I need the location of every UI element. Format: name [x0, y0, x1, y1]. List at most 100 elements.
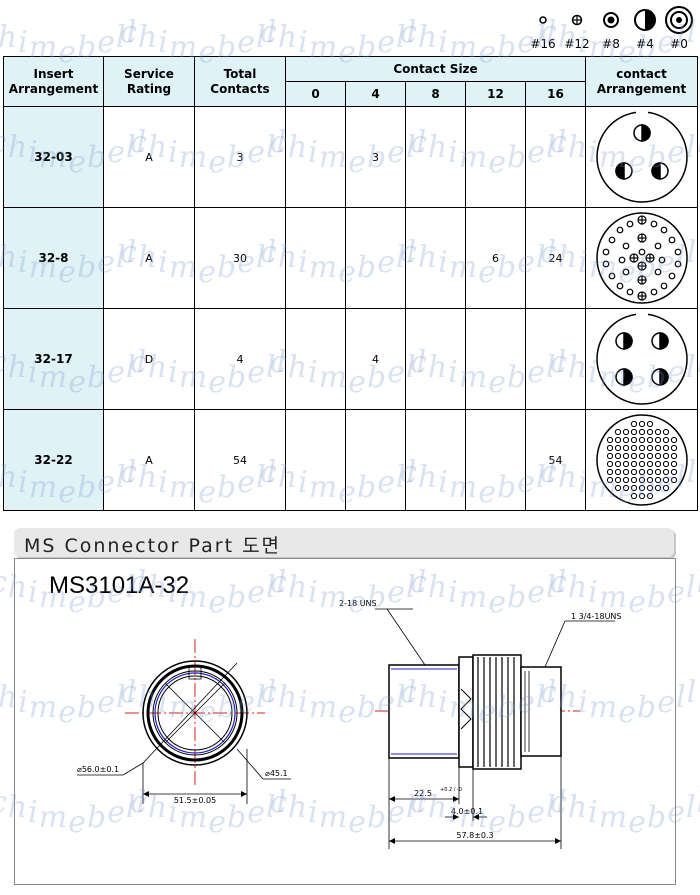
header-size-16: 16	[524, 81, 587, 107]
pin-size-16	[630, 436, 637, 444]
pin-size-16	[662, 468, 669, 476]
pin-size-16	[614, 484, 621, 492]
legend-item-16: #16	[526, 5, 560, 51]
arrangement-32-17-diagram	[595, 312, 688, 405]
pin-size-16	[650, 220, 657, 228]
size-8-cell	[405, 106, 466, 208]
pin-size-16	[602, 248, 609, 256]
contact-arrangement-cell	[585, 308, 699, 410]
size-12-cell	[465, 106, 526, 208]
legend-label: #4	[636, 37, 654, 51]
pin-size-16	[638, 436, 645, 444]
size-0-cell	[285, 106, 346, 208]
pin-size-16	[622, 444, 629, 452]
pin-size-16	[654, 468, 661, 476]
total-length-label: 57.8±0.3	[456, 831, 493, 840]
header-total-contacts: Total Contacts	[194, 56, 286, 107]
size-16-cell: 24	[524, 207, 587, 309]
pin-size-16	[654, 428, 661, 436]
pin-size-16	[622, 484, 629, 492]
length-a-tolerance: +0.2 / -0	[440, 787, 462, 793]
legend-item-0: #0	[662, 5, 696, 51]
legend-item-8: #8	[594, 5, 628, 51]
pin-size-16	[662, 444, 669, 452]
pin-size-16	[674, 248, 681, 256]
pin-size-16	[638, 428, 645, 436]
size-16-cell: 54	[524, 409, 587, 511]
pin-size-16	[638, 452, 645, 460]
service-rating-cell: A	[103, 207, 195, 309]
pin-size-16	[646, 436, 653, 444]
total-contacts-cell: 3	[194, 106, 286, 208]
pin-size-16	[608, 272, 615, 280]
pin-size-16	[630, 492, 637, 500]
pin-size-16	[616, 282, 623, 290]
pin-size-16	[630, 444, 637, 452]
legend-label: #0	[670, 37, 688, 51]
half-filled-circle-icon	[634, 9, 656, 31]
pin-size-16	[674, 260, 681, 268]
inner-diameter-label: ⌀45.1	[265, 769, 288, 778]
front-thread-label: 1 3/4-18UNS	[571, 612, 622, 621]
pin-size-16	[638, 468, 645, 476]
front-view: ⌀56.0±0.1 ⌀45.1 51.5±0.05	[77, 639, 291, 805]
size-0-cell	[285, 308, 346, 410]
pin-size-16	[630, 484, 637, 492]
header-size-8: 8	[405, 81, 466, 107]
pin-size-16	[618, 256, 625, 264]
small-open-circle-icon	[539, 16, 547, 24]
pin-size-16	[630, 452, 637, 460]
pin-size-16	[670, 476, 677, 484]
pin-size-16	[646, 420, 653, 428]
header-contact-size: Contact Size	[284, 56, 587, 82]
legend-label: #16	[530, 37, 556, 51]
target-circle-icon	[603, 12, 619, 28]
pin-size-16	[668, 236, 675, 244]
header-size-12: 12	[465, 81, 526, 107]
pin-size-16	[606, 468, 613, 476]
pin-size-16	[638, 484, 645, 492]
pin-size-16	[646, 452, 653, 460]
section-header: MS Connector Part 도면	[14, 528, 674, 557]
arrangement-32-8-diagram	[595, 212, 688, 304]
contact-arrangement-cell	[585, 207, 699, 309]
pin-size-16	[654, 436, 661, 444]
pin-size-16	[638, 492, 645, 500]
pin-size-16	[654, 242, 661, 250]
size-12-cell	[465, 409, 526, 511]
pin-size-16	[646, 460, 653, 468]
rear-thread-label: 2-18 UNS	[339, 599, 377, 608]
pin-size-16	[614, 444, 621, 452]
table-row: 32-03 A 3 3	[3, 106, 699, 208]
pin-size-16	[614, 460, 621, 468]
legend-label: #8	[602, 37, 620, 51]
pin-size-16	[638, 248, 645, 256]
table-row: 32-8 A 30 6 24	[3, 207, 699, 309]
size-8-cell	[405, 409, 466, 511]
pin-size-16	[638, 420, 645, 428]
header-insert-arrangement: Insert Arrangement	[3, 56, 104, 107]
pin-size-16	[630, 428, 637, 436]
pin-size-16	[626, 220, 633, 228]
size-4-cell: 3	[345, 106, 406, 208]
pin-size-16	[660, 282, 667, 290]
table-row: 32-17 D 4 4	[3, 308, 699, 410]
connector-drawing-panel: MS3101A-32 ⌀56.0±0.1 ⌀45.1	[14, 558, 676, 885]
length-b-label: 4.0±0.1	[451, 807, 483, 816]
watermark-text: chimebell	[260, 15, 418, 70]
pin-size-16	[662, 476, 669, 484]
pin-size-16	[616, 226, 623, 234]
pin-size-16	[638, 460, 645, 468]
pin-size-16	[654, 460, 661, 468]
table-row: 32-22 A 54 54	[3, 409, 699, 511]
pin-size-16	[606, 452, 613, 460]
pin-size-16	[668, 272, 675, 280]
arrangement-32-03-diagram	[595, 110, 688, 203]
pin-size-16	[654, 444, 661, 452]
pin-size-16	[614, 428, 621, 436]
pin-size-16	[650, 288, 657, 296]
size-4-cell	[345, 409, 406, 511]
total-contacts-cell: 54	[194, 409, 286, 511]
pin-size-16	[670, 436, 677, 444]
pin-size-16	[606, 476, 613, 484]
